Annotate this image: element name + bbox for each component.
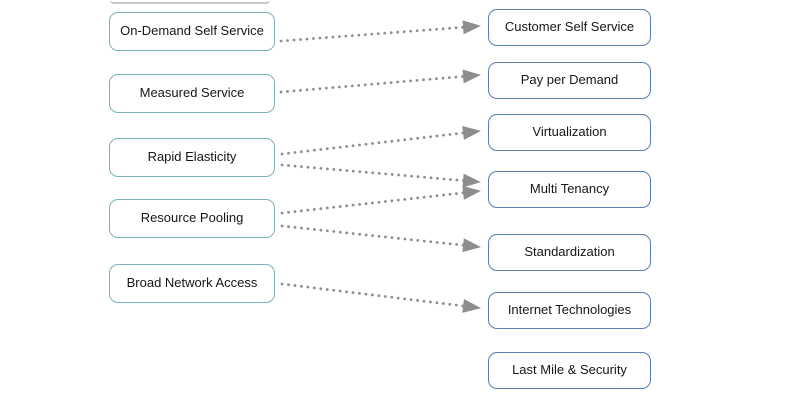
node-label: Multi Tenancy — [529, 181, 610, 197]
node-virtualization: Virtualization — [488, 114, 651, 151]
node-pay-per-demand: Pay per Demand — [488, 62, 651, 99]
arrow-rapid-elasticity-to-multi-tenancy — [280, 163, 482, 188]
node-label: Broad Network Access — [126, 275, 258, 291]
node-label: Customer Self Service — [504, 19, 635, 35]
arrow-resource-pooling-to-multi-tenancy — [280, 185, 482, 215]
arrow-measured-service-to-pay-per-demand — [279, 69, 482, 94]
node-internet-technologies: Internet Technologies — [488, 292, 651, 329]
node-label: Measured Service — [139, 85, 245, 101]
arrow-broad-network-access-to-internet-technologies — [280, 282, 482, 313]
node-rapid-elasticity: Rapid Elasticity — [109, 138, 275, 177]
node-label: Last Mile & Security — [512, 362, 627, 378]
node-standardization: Standardization — [488, 234, 651, 271]
arrow-on-demand-self-service-to-customer-self-service — [279, 20, 482, 43]
node-resource-pooling: Resource Pooling — [109, 199, 275, 238]
node-label: Rapid Elasticity — [147, 149, 237, 165]
arrow-rapid-elasticity-to-virtualization — [280, 126, 482, 156]
node-broad-network-access: Broad Network Access — [109, 264, 275, 303]
node-label: Internet Technologies — [507, 302, 632, 318]
node-multi-tenancy: Multi Tenancy — [488, 171, 651, 208]
node-customer-self-service: Customer Self Service — [488, 9, 651, 46]
node-last-mile-and-security: Last Mile & Security — [488, 352, 651, 389]
node-label: Resource Pooling — [140, 210, 244, 226]
node-label: Virtualization — [532, 124, 607, 140]
node-on-demand-self-service: On-Demand Self Service — [109, 12, 275, 51]
node-label: On-Demand Self Service — [120, 23, 264, 39]
node-label: Standardization — [524, 244, 615, 260]
node-measured-service: Measured Service — [109, 74, 275, 113]
cropped-box-edge-artifact — [110, 0, 270, 4]
node-label: Pay per Demand — [520, 72, 619, 88]
arrow-resource-pooling-to-standardization — [280, 224, 482, 253]
